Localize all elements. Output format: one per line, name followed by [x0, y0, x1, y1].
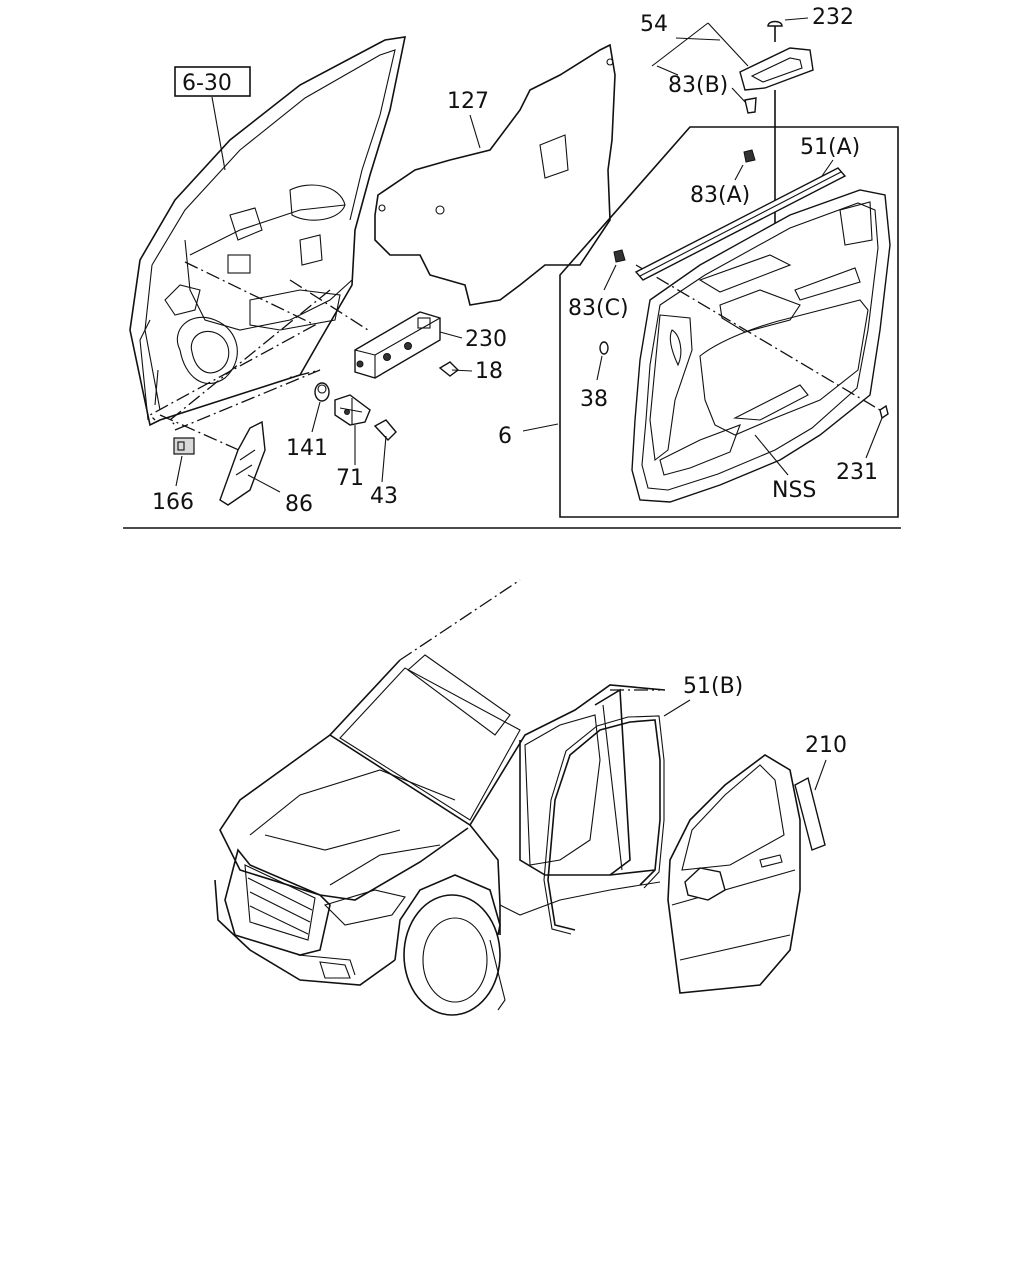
part-166-clip: 166 [152, 437, 195, 515]
part-232-screw: 232 [767, 5, 854, 42]
label-127: 127 [447, 89, 489, 114]
label-232: 232 [812, 5, 854, 30]
label-51b: 51(B) [683, 674, 743, 699]
vehicle-drawing [214, 579, 666, 1016]
part-54-handle-bezel: 54 83(B) [640, 12, 814, 114]
part-141-bushing: 141 [286, 382, 330, 461]
label-141: 141 [286, 436, 328, 461]
label-83b: 83(B) [668, 73, 728, 98]
nss-callout: NSS [754, 434, 816, 503]
door-trim-panel [631, 189, 891, 503]
part-18-clip: 18 [438, 359, 503, 384]
part-43-bolt: 43 [370, 419, 398, 509]
part-51a-weatherstrip: 51(A) [634, 135, 860, 281]
label-166: 166 [152, 490, 194, 515]
part-83a-clip: 83(A) [690, 149, 756, 208]
assembly-guide-lines [148, 261, 369, 456]
part-210-trim: 210 [794, 733, 847, 851]
label-nss: NSS [772, 478, 816, 503]
door-trim-detail-box: 6 [498, 126, 899, 518]
front-door-drawing [667, 754, 801, 994]
label-210: 210 [805, 733, 847, 758]
label-6: 6 [498, 424, 512, 449]
part-38-grommet: 38 [580, 341, 609, 412]
part-86-pad: 86 [219, 420, 313, 517]
water-deflector-sheet: 127 [374, 43, 616, 306]
ref-6-30-callout: 6-30 [174, 66, 251, 171]
label-83a: 83(A) [690, 183, 750, 208]
label-230: 230 [465, 327, 507, 352]
label-231: 231 [836, 460, 878, 485]
part-83c-clip: 83(C) [568, 249, 629, 321]
ref-6-30-label: 6-30 [182, 71, 232, 96]
label-43: 43 [370, 484, 398, 509]
part-51b-weatherstrip: 51(B) [543, 674, 743, 935]
label-83c: 83(C) [568, 296, 629, 321]
label-71: 71 [336, 466, 364, 491]
label-51a: 51(A) [800, 135, 860, 160]
door-frame-drawing [129, 36, 407, 427]
label-54: 54 [640, 12, 668, 37]
label-18: 18 [475, 359, 503, 384]
part-230-bracket: 230 [354, 311, 507, 379]
part-231-clip: 231 [836, 404, 889, 485]
label-86: 86 [285, 492, 313, 517]
part-71-hinge: 71 [334, 394, 371, 491]
label-38: 38 [580, 387, 608, 412]
